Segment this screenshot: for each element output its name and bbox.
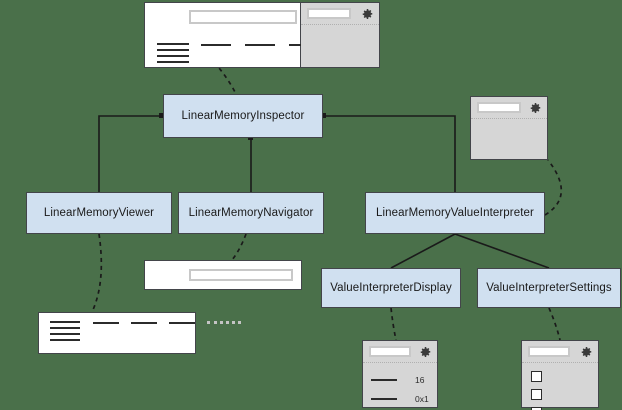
node-linear-memory-viewer[interactable]: LinearMemoryViewer [26,192,172,234]
byte-group [131,321,157,324]
mockup-body [301,25,379,68]
node-linear-memory-inspector[interactable]: LinearMemoryInspector [163,94,323,138]
byte-group [93,321,119,324]
link-settings-mock [548,307,561,341]
value-row: 0x1 [371,394,437,404]
link-display-mock [390,307,397,341]
gear-icon[interactable] [362,8,373,19]
navigator-address-input[interactable] [189,269,293,281]
link-viewer-mock [91,233,103,313]
node-value-interpreter-display[interactable]: ValueInterpreterDisplay [321,268,461,308]
edge-inspector-interpreter [323,115,456,192]
mockup-value-interpreter-display: 16 0x1 [362,340,438,408]
byte-group [169,321,195,324]
mockup-titlebar [301,3,379,25]
node-label: ValueInterpreterSettings [486,282,612,294]
edge-interpreter-display [390,233,456,269]
mockup-inspector-right [301,3,379,67]
row-label-line [157,43,189,45]
gear-icon[interactable] [530,102,541,113]
row-label-line [157,49,189,51]
mockup-body: 16 0x1 [363,363,437,404]
edge-inspector-viewer [98,115,163,192]
byte-group [201,43,231,46]
mockup-body [522,363,598,410]
byte-group [245,43,275,46]
type-select-placeholder[interactable] [528,346,570,357]
link-interpreter-mock [544,159,563,216]
gear-icon[interactable] [581,346,592,357]
mockup-titlebar [522,341,598,363]
memory-row-labels [157,43,189,63]
type-select-placeholder[interactable] [369,346,411,357]
memory-row-labels [50,321,80,341]
value-type-line [371,379,397,381]
mockup-navigator-body [145,261,301,289]
node-value-interpreter-settings[interactable]: ValueInterpreterSettings [477,268,621,308]
address-input-placeholder[interactable] [189,10,297,24]
settings-checkbox[interactable] [531,407,542,410]
node-label: LinearMemoryNavigator [188,207,314,219]
node-label: LinearMemoryInspector [181,110,305,122]
mockup-inspector-left [145,3,379,67]
ascii-preview [207,321,241,324]
node-linear-memory-navigator[interactable]: LinearMemoryNavigator [178,192,324,234]
mockup-value-interpreter-settings [521,340,599,410]
value-type-line [371,398,397,400]
settings-checkbox[interactable] [531,389,542,400]
node-linear-memory-value-interpreter[interactable]: LinearMemoryValueInterpreter [365,192,545,234]
mockup-viewer [38,312,241,354]
value-text: 16 [415,375,425,385]
link-navigator-mock [231,233,247,261]
node-label: ValueInterpreterDisplay [330,282,452,294]
type-select-placeholder[interactable] [307,8,351,19]
node-label: LinearMemoryViewer [43,207,155,219]
row-label-line [157,61,189,63]
mockup-titlebar [363,341,437,363]
value-row: 16 [371,375,437,385]
mockup-titlebar [471,97,547,119]
value-text: 0x1 [415,394,429,404]
row-label-line [50,333,80,335]
mockup-body [471,119,547,159]
mockup-inspector [144,2,380,68]
row-label-line [50,321,80,323]
gear-icon[interactable] [420,346,431,357]
settings-checkbox[interactable] [531,371,542,382]
mockup-value-interpreter [470,96,548,160]
row-label-line [50,327,80,329]
node-label: LinearMemoryValueInterpreter [376,207,534,219]
edge-interpreter-settings [454,233,550,269]
row-label-line [157,55,189,57]
type-select-placeholder[interactable] [477,102,521,113]
row-label-line [50,339,80,341]
mockup-viewer-body [39,313,241,353]
memory-byte-groups [93,321,241,324]
mockup-navigator [144,260,302,290]
